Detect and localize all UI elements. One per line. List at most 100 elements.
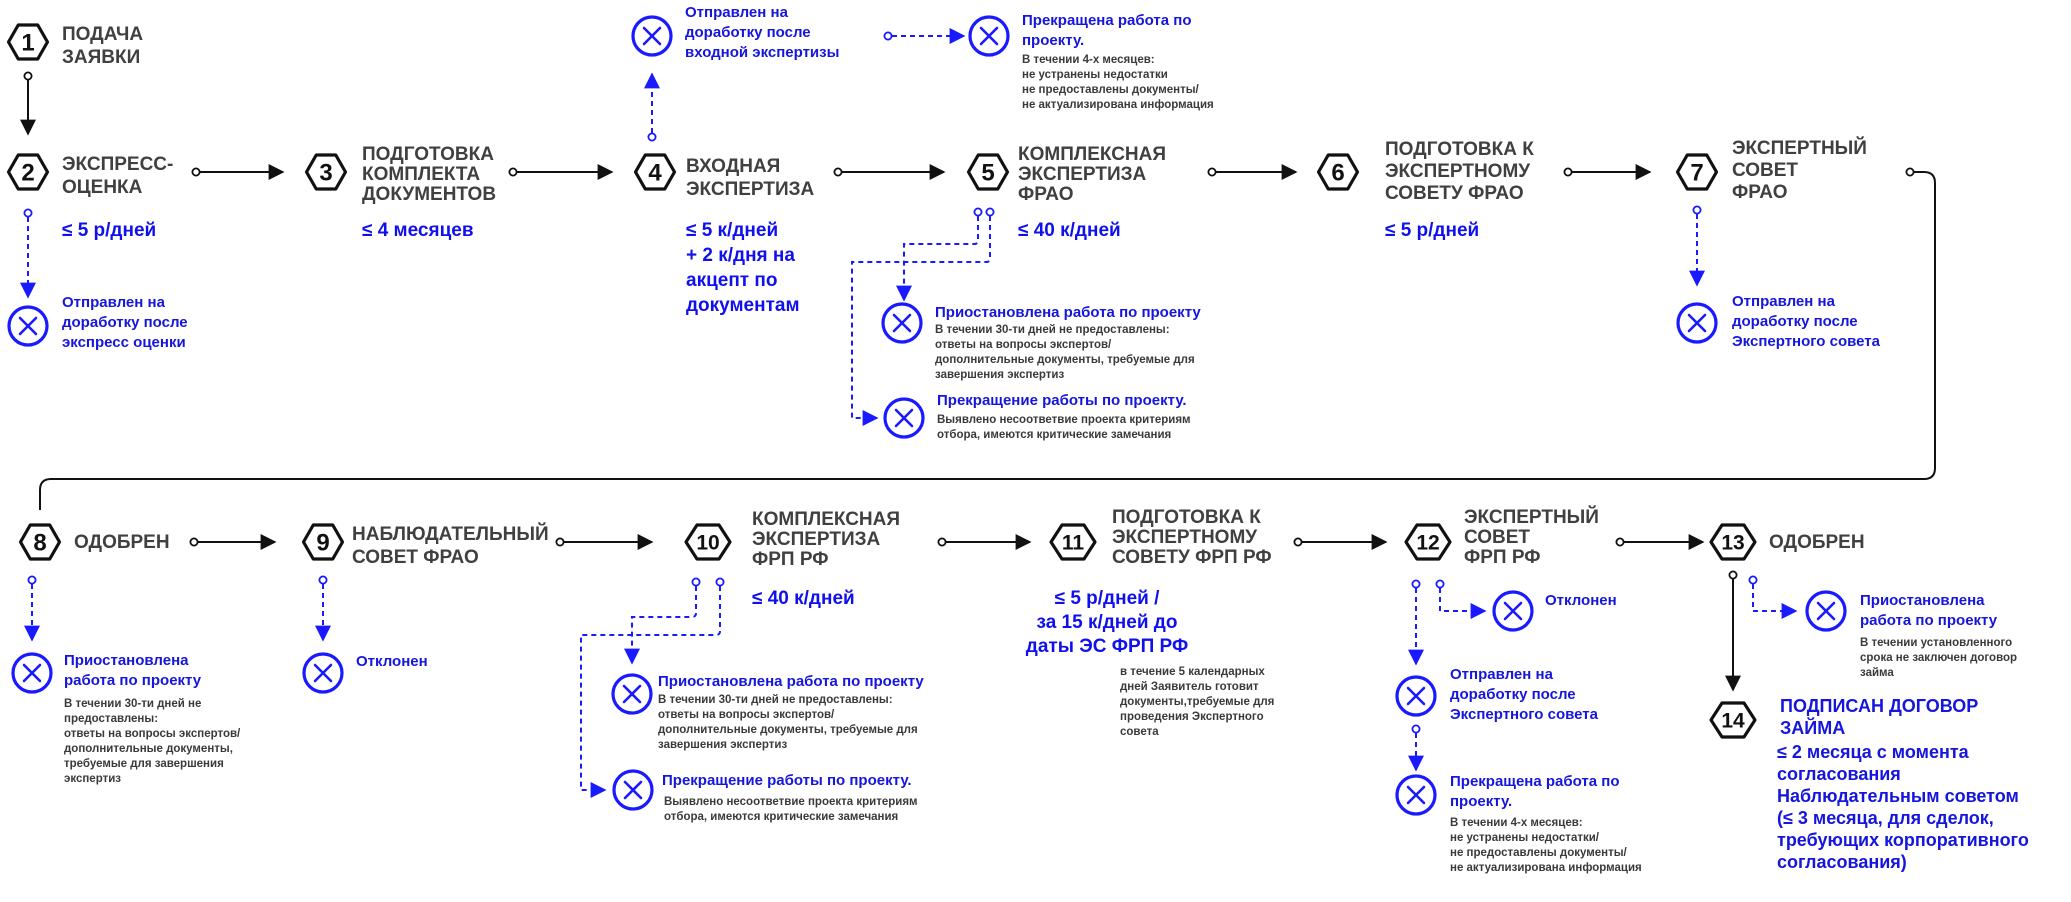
outcome-details: завершения экспертиз (935, 369, 1064, 381)
connector-origin-dot (647, 132, 657, 142)
step-5-marker (966, 153, 1010, 191)
step-duration: ≤ 40 к/дней (1018, 220, 1121, 241)
step-number: 4 (648, 160, 662, 187)
connector-origin-dot (937, 537, 947, 547)
connector-origin-dot (555, 537, 565, 547)
outcome-details: дополнительные документы, требуемые для (935, 354, 1195, 366)
step-duration: акцепт по (686, 270, 777, 291)
outcome-details: экспертиз (64, 773, 121, 785)
outcome-details: В течении 30-ти дней не предоставлены: (658, 694, 893, 706)
step-title: ЗАЙМА (1780, 717, 1845, 738)
outcome-details: В течении 4-х месяцев: (1450, 817, 1583, 829)
rejected-x-icon (1395, 675, 1437, 717)
rejected-x-icon (612, 769, 654, 811)
connector-origin-dot (691, 577, 701, 587)
rejected-x-icon (1805, 590, 1847, 632)
outcome-details: ответы на вопросы экспертов/ (64, 728, 241, 740)
loop-connector (39, 171, 1936, 510)
outcome-title: работа по проекту (64, 672, 202, 689)
connector-origin-dot (1615, 537, 1625, 547)
connector-origin-dot (1748, 575, 1758, 585)
step-title: ФРАО (1018, 184, 1073, 205)
outcome-details: не устранены недостатки (1022, 69, 1168, 81)
step-title: ФРП РФ (1464, 547, 1540, 568)
rejected-x-icon (7, 305, 49, 347)
step-title: ЭКСПЕРТИЗА (686, 179, 815, 200)
step-3-marker (304, 153, 348, 191)
step-number: 13 (1721, 532, 1744, 555)
outcome-details: отбора, имеются критические замечания (937, 429, 1171, 441)
branch-arrow (851, 216, 991, 426)
branch-arrow (896, 216, 979, 302)
outcome-title: Отправлен на (62, 294, 166, 311)
outcome-details: Выявлено несоответвие проекта критериям (937, 414, 1191, 426)
step-title: ФРП РФ (752, 549, 828, 570)
step-number: 3 (319, 160, 332, 187)
step-title: СОВЕТ ФРАО (352, 547, 479, 568)
step-number: 5 (981, 160, 994, 187)
step-1-marker (6, 23, 50, 61)
outcome-title: Отправлен на (1732, 293, 1836, 310)
step-title: КОМПЛЕКСНАЯ (1018, 144, 1166, 165)
outcome-title: Приостановлена (64, 652, 189, 669)
outcome-title: проекту. (1450, 793, 1512, 810)
step-title: ЗАЯВКИ (62, 47, 140, 68)
connector-origin-dot (833, 167, 843, 177)
step-duration: ≤ 5 к/дней (686, 220, 778, 241)
step-2-marker (6, 153, 50, 191)
step-number: 8 (33, 530, 46, 557)
step-title: СОВЕТ (1464, 527, 1530, 548)
step-title: ЭКСПРЕСС- (62, 154, 173, 175)
step-note: дней Заявитель готовит (1120, 681, 1259, 693)
outcome-title: Отклонен (1545, 592, 1617, 609)
outcome-details: не актуализирована информация (1022, 99, 1214, 111)
step-title: КОМПЛЕКСНАЯ (752, 509, 900, 530)
step-duration: даты ЭС ФРП РФ (1026, 636, 1188, 657)
step-number: 11 (1062, 532, 1085, 555)
step-9-marker (301, 523, 345, 561)
step-number: 10 (696, 532, 719, 555)
outcome-title: доработку после (62, 314, 188, 331)
step-6-marker (1316, 153, 1360, 191)
step-13-marker (1709, 523, 1757, 561)
connector-origin-dot (1293, 537, 1303, 547)
rejected-x-icon (881, 302, 923, 344)
outcome-details: Выявлено несоответвие проекта критериям (664, 796, 918, 808)
step-title: ВХОДНАЯ (686, 156, 780, 177)
outcome-title: Приостановлена (1860, 592, 1985, 609)
step-title: ЭКСПЕРТНЫЙ (1732, 137, 1867, 159)
step-title: ФРАО (1732, 182, 1787, 203)
connector-origin-dot (1563, 167, 1573, 177)
connector-origin-dot (191, 167, 201, 177)
branch-arrow (1752, 584, 1798, 619)
outcome-title: Приостановлена работа по проекту (935, 304, 1201, 321)
step-title: ПОДГОТОВКА (362, 144, 494, 165)
step-number: 2 (21, 160, 34, 187)
step-title: ЭКСПЕРТНОМУ (1112, 527, 1257, 548)
outcome-title: работа по проекту (1860, 612, 1998, 629)
rejected-x-icon (302, 652, 344, 694)
step-duration: + 2 к/дня на (686, 245, 795, 266)
outcome-details: требуемые для завершения (64, 758, 224, 770)
step-title: СОВЕТУ ФРАО (1385, 183, 1524, 204)
step-title: СОВЕТУ ФРП РФ (1112, 547, 1272, 568)
step-duration: ≤ 2 месяца с момента (1777, 742, 1970, 762)
connector-origin-dot (1411, 579, 1421, 589)
outcome-title: Отклонен (356, 653, 428, 670)
rejected-x-icon (1676, 302, 1718, 344)
outcome-title: Отправлен на (685, 4, 789, 21)
outcome-details: предоставлены: (64, 713, 158, 725)
branch-arrow (1439, 588, 1487, 619)
step-duration: ≤ 5 р/дней (62, 220, 156, 241)
outcome-title: Прекращена работа по (1022, 12, 1192, 29)
connector-origin-dot (1905, 167, 1915, 177)
connector-origin-dot (883, 31, 893, 41)
rejected-x-icon (1492, 590, 1534, 632)
connector-origin-dot (1207, 167, 1217, 177)
step-title: ДОКУМЕНТОВ (362, 184, 496, 205)
step-title: СОВЕТ (1732, 160, 1798, 181)
step-title: ПОДПИСАН ДОГОВОР (1780, 696, 1978, 716)
connector-origin-dot (23, 71, 33, 81)
